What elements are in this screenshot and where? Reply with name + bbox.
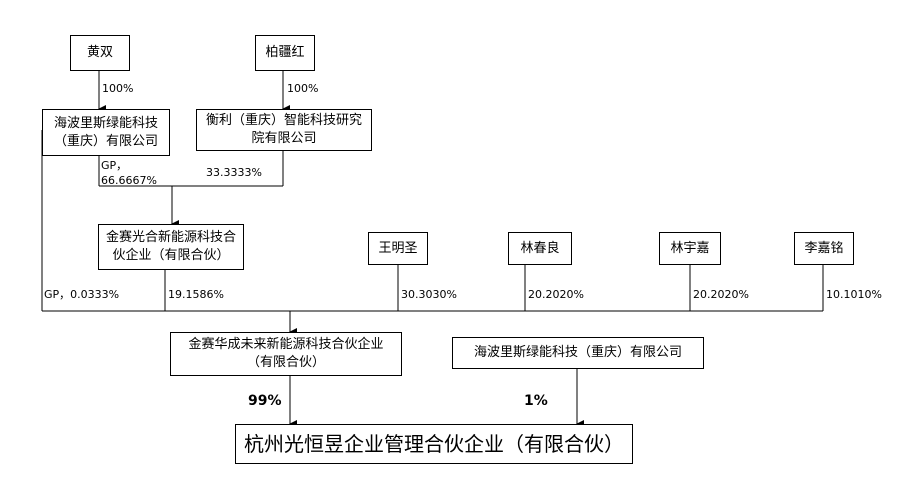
box-label: 杭州光恒昱企业管理合伙企业（有限合伙） <box>244 432 624 456</box>
pct-label-lin-yujia: 20.2020% <box>693 288 749 301</box>
box-label: 金赛光合新能源科技合伙企业（有限合伙） <box>105 230 236 263</box>
entity-box-hengli: 衡利（重庆）智能科技研究院有限公司 <box>196 109 372 151</box>
pct-label-huang: 100% <box>102 82 134 95</box>
pct-label-bai: 100% <box>287 82 319 95</box>
box-label: 海波里斯绿能科技（重庆）有限公司 <box>53 115 158 149</box>
shareholder-box-lin-chunliang: 林春良 <box>508 232 572 265</box>
pct-label-haibo-lp: 1% <box>524 393 548 409</box>
entity-box-jinsai-huacheng: 金赛华成未来新能源科技合伙企业（有限合伙） <box>170 332 402 376</box>
box-label: 林春良 <box>520 240 560 256</box>
entity-box-haibo-lp: 海波里斯绿能科技（重庆）有限公司 <box>452 337 704 369</box>
pct-label-gp-haibo-a: GP， <box>101 159 128 172</box>
box-label: 王明圣 <box>378 240 418 256</box>
pct-label-hengli: 33.3333% <box>206 166 262 179</box>
pct-label-gp-direct: GP，0.0333% <box>44 288 120 301</box>
box-label: 柏疆红 <box>265 45 305 60</box>
box-label: 李嘉铭 <box>804 240 844 256</box>
shareholder-box-bai-jiang-hong: 柏疆红 <box>255 35 315 71</box>
entity-box-haibo-gp: 海波里斯绿能科技（重庆）有限公司 <box>42 109 170 156</box>
box-label: 黄双 <box>86 45 113 60</box>
box-label: 海波里斯绿能科技（重庆）有限公司 <box>473 345 682 360</box>
shareholder-box-wang-mingsheng: 王明圣 <box>368 232 428 265</box>
entity-box-jinsai-guanghe: 金赛光合新能源科技合伙企业（有限合伙） <box>98 224 244 270</box>
shareholder-box-lin-yujia: 林宇嘉 <box>659 232 721 265</box>
pct-label-gp-haibo-b: 66.6667% <box>101 174 157 187</box>
box-label: 林宇嘉 <box>670 240 710 256</box>
box-label: 金赛华成未来新能源科技合伙企业（有限合伙） <box>188 337 384 370</box>
pct-label-lin-chunliang: 20.2020% <box>528 288 584 301</box>
shareholder-box-li-jiaming: 李嘉铭 <box>794 232 854 265</box>
pct-label-li-jiaming: 10.1010% <box>826 288 882 301</box>
shareholder-box-huang-shuang: 黄双 <box>70 35 130 71</box>
pct-label-guanghe: 19.1586% <box>168 288 224 301</box>
pct-label-wang: 30.3030% <box>401 288 457 301</box>
box-label: 衡利（重庆）智能科技研究院有限公司 <box>205 113 362 146</box>
pct-label-huacheng: 99% <box>248 393 282 409</box>
target-entity-box-hangzhou: 杭州光恒昱企业管理合伙企业（有限合伙） <box>235 424 633 464</box>
